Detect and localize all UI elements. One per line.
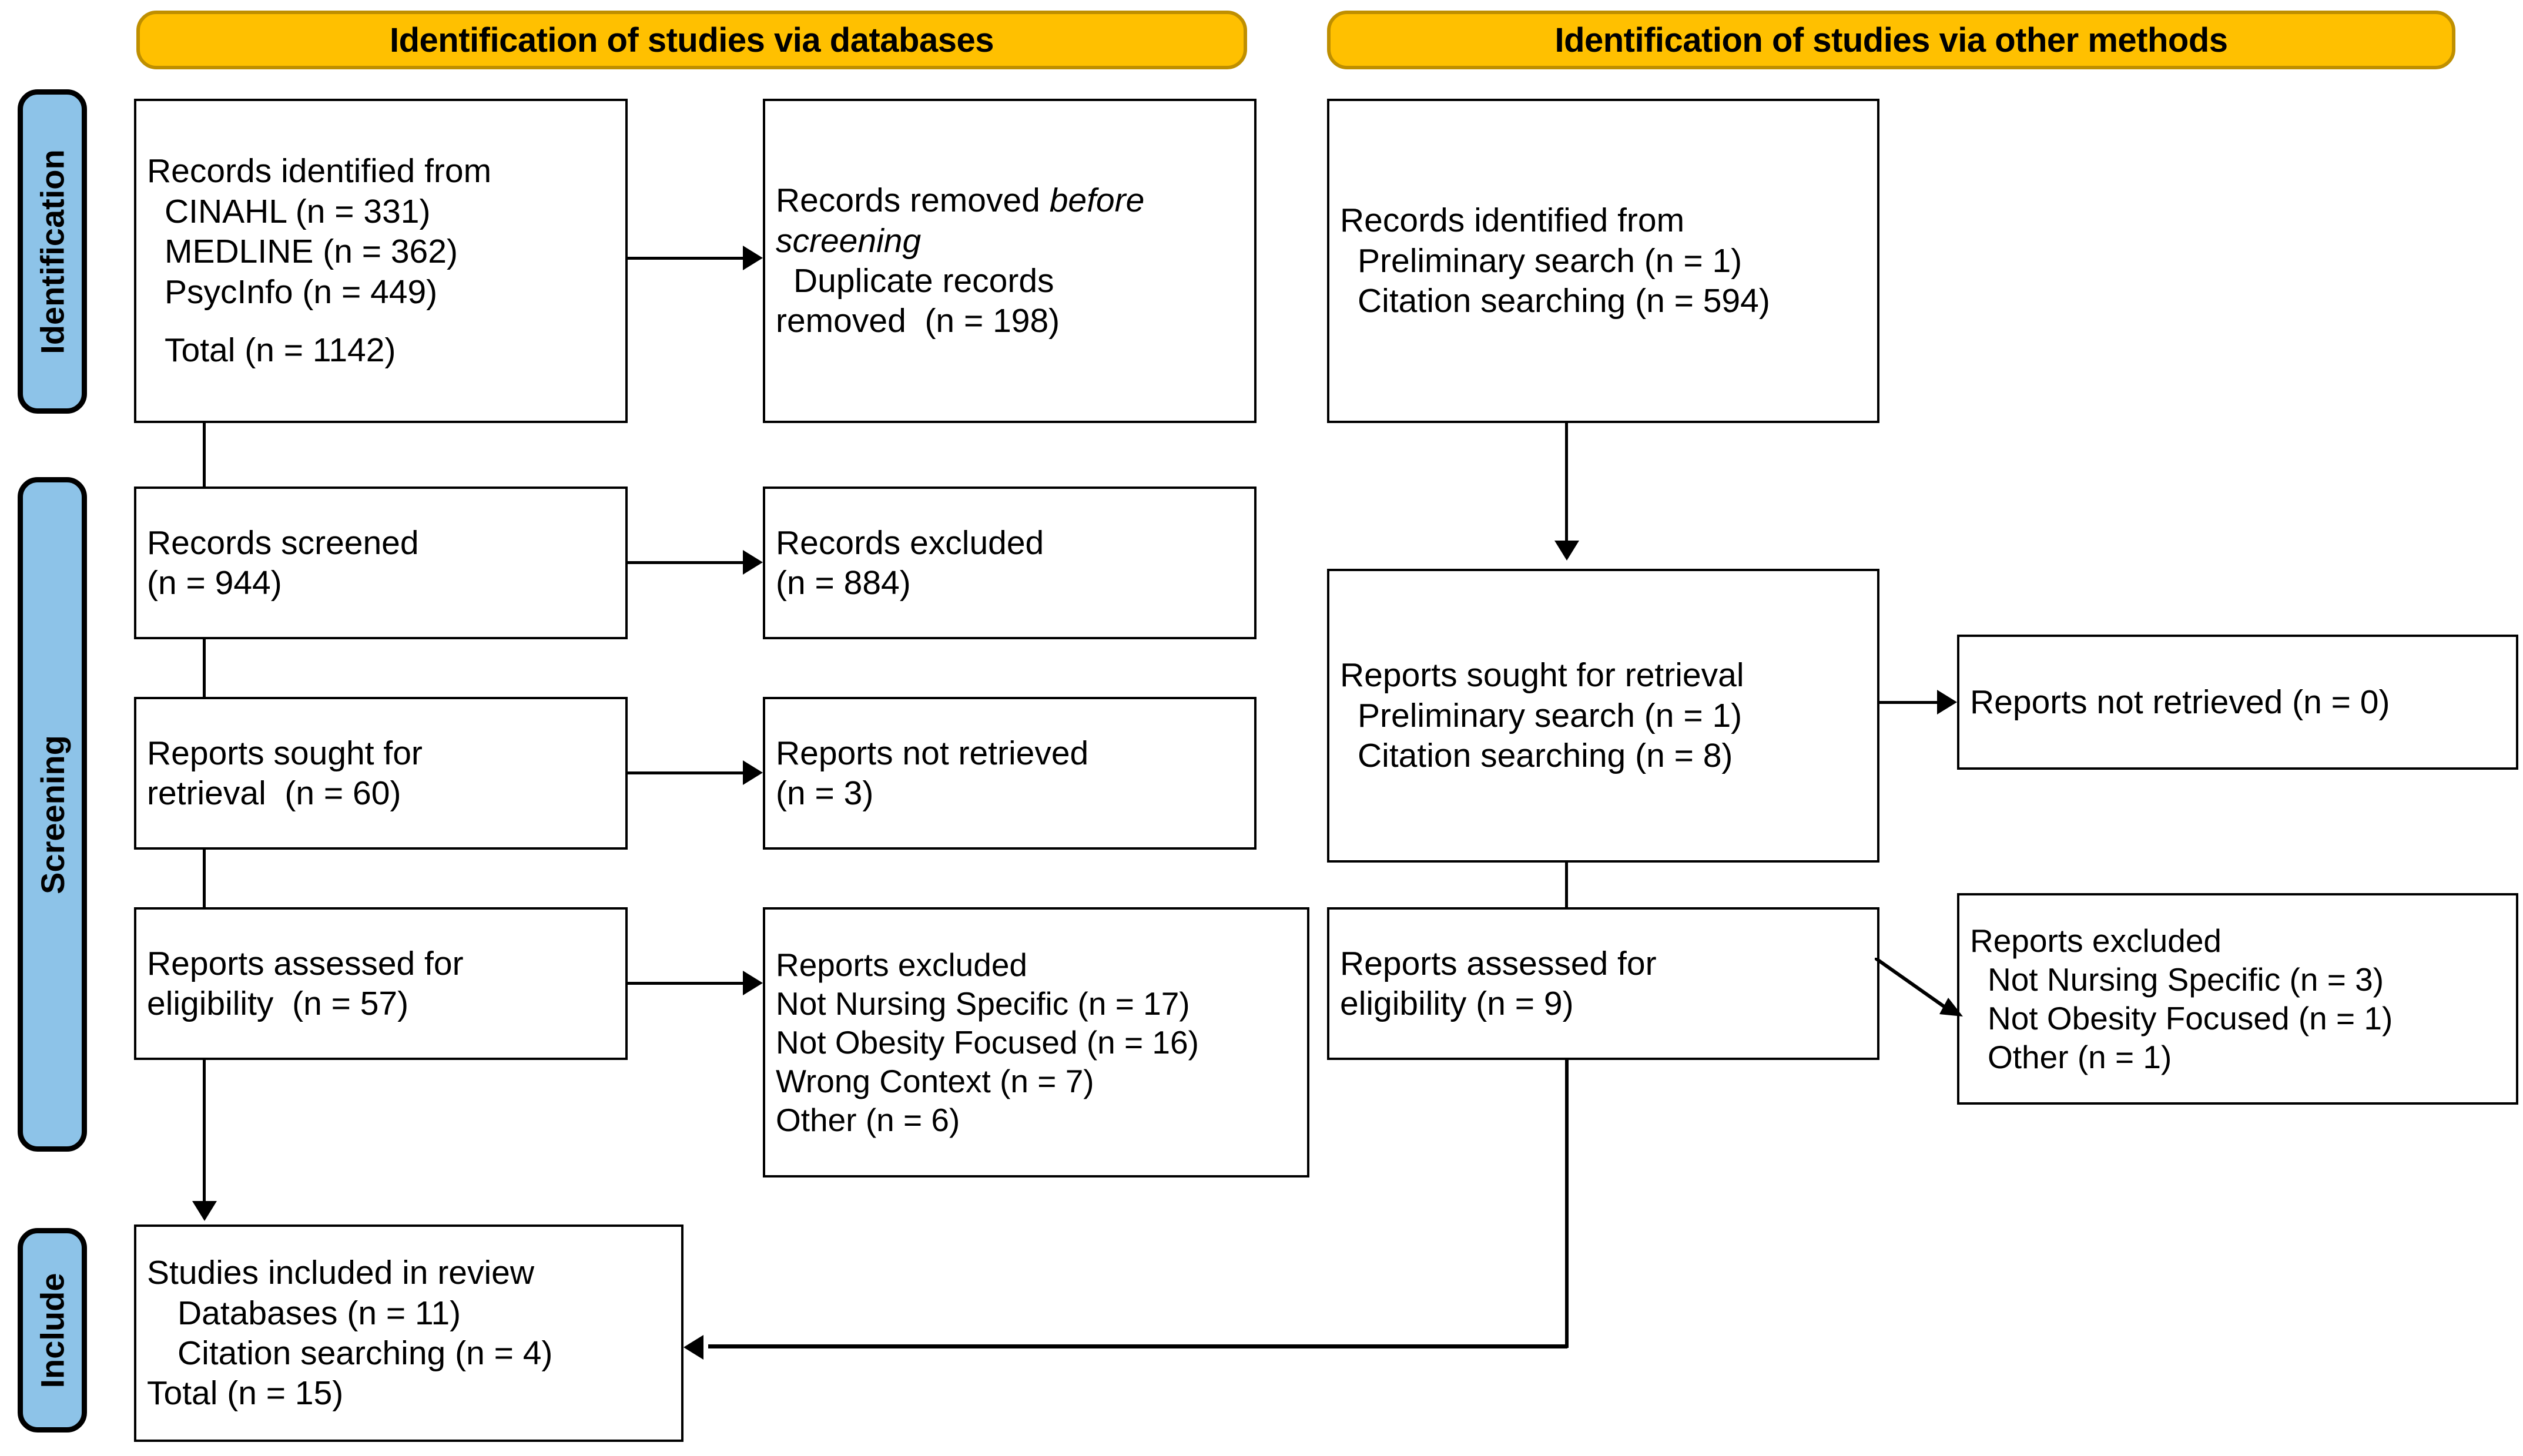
connector-other-sought-to-assessed bbox=[1565, 863, 1568, 908]
box-line: Reports excluded bbox=[1970, 922, 2222, 959]
connector-sought-to-assessed bbox=[203, 850, 206, 914]
connector-identified-to-removed bbox=[628, 257, 743, 260]
arrowhead-assessed-to-included bbox=[192, 1201, 217, 1221]
box-records-screened: Records screened (n = 944) bbox=[134, 487, 628, 639]
header-databases-label: Identification of studies via databases bbox=[390, 21, 994, 59]
box-line: Preliminary search (n = 1) bbox=[1358, 696, 1743, 734]
arrowhead-other-sought-to-not-retrieved bbox=[1937, 690, 1957, 714]
arrowhead-assessed-to-excluded bbox=[743, 971, 763, 995]
connector-screened-to-excluded bbox=[628, 561, 743, 564]
box-line: PsycInfo (n = 449) bbox=[165, 273, 438, 311]
box-records-excluded: Records excluded (n = 884) bbox=[763, 487, 1257, 639]
box-line: Databases (n = 11) bbox=[177, 1294, 461, 1332]
arrowhead-other-assessed-to-included bbox=[683, 1335, 703, 1360]
box-records-removed-before-screening: Records removed before screening Duplica… bbox=[763, 99, 1257, 423]
box-line: Records excluded bbox=[776, 524, 1044, 562]
phase-bar-identification-label: Identification bbox=[33, 149, 71, 354]
header-databases: Identification of studies via databases bbox=[136, 11, 1247, 69]
box-line: Other (n = 1) bbox=[1988, 1039, 2172, 1075]
header-other-methods: Identification of studies via other meth… bbox=[1327, 11, 2455, 69]
connector-other-assessed-to-included-horizontal bbox=[708, 1344, 1567, 1348]
arrowhead-identified-to-removed bbox=[743, 246, 763, 270]
box-other-reports-excluded: Reports excluded Not Nursing Specific (n… bbox=[1957, 893, 2518, 1105]
connector-identified-to-screened bbox=[203, 423, 206, 494]
box-line: Duplicate records bbox=[793, 262, 1054, 300]
box-line: Reports sought for bbox=[147, 734, 423, 772]
box-other-reports-sought-retrieval: Reports sought for retrieval Preliminary… bbox=[1327, 569, 1879, 863]
box-line: Records removed before bbox=[776, 180, 1244, 220]
box-other-reports-assessed-eligibility: Reports assessed for eligibility (n = 9) bbox=[1327, 907, 1879, 1060]
phase-bar-screening-label: Screening bbox=[33, 734, 71, 894]
box-line: Not Obesity Focused (n = 1) bbox=[1988, 1000, 2393, 1036]
box-line: Total (n = 15) bbox=[147, 1374, 344, 1413]
phase-bar-screening: Screening bbox=[18, 477, 87, 1152]
arrowhead-sought-to-not-retrieved bbox=[743, 760, 763, 785]
box-line: removed (n = 198) bbox=[776, 302, 1060, 340]
box-reports-excluded-detailed: Reports excluded Not Nursing Specific (n… bbox=[763, 907, 1309, 1177]
connector-assessed-to-included bbox=[203, 1060, 206, 1201]
box-line: screening bbox=[776, 222, 922, 260]
box-line: (n = 884) bbox=[776, 564, 911, 602]
box-line: CINAHL (n = 331) bbox=[165, 192, 431, 230]
connector-sought-to-not-retrieved bbox=[628, 771, 743, 774]
phase-bar-identification: Identification bbox=[18, 89, 87, 414]
box-line: MEDLINE (n = 362) bbox=[165, 233, 458, 271]
box-records-identified-databases: Records identified from CINAHL (n = 331)… bbox=[134, 99, 628, 423]
box-line: Reports assessed for bbox=[1340, 944, 1657, 982]
phase-bar-include-label: Include bbox=[33, 1272, 71, 1388]
connector-other-assessed-to-excluded bbox=[1875, 958, 1963, 1016]
box-spacer bbox=[147, 312, 615, 330]
box-line: Not Nursing Specific (n = 17) bbox=[776, 985, 1190, 1022]
header-other-methods-label: Identification of studies via other meth… bbox=[1554, 21, 2228, 59]
connector-assessed-to-excluded bbox=[628, 982, 743, 985]
box-line: Reports not retrieved (n = 0) bbox=[1970, 683, 2390, 721]
connector-other-assessed-to-included-vertical bbox=[1565, 1060, 1569, 1348]
arrowhead-screened-to-excluded bbox=[743, 550, 763, 575]
box-line: Other (n = 6) bbox=[776, 1102, 960, 1138]
connector-other-sought-to-not-retrieved bbox=[1879, 701, 1938, 704]
box-line: eligibility (n = 9) bbox=[1340, 985, 1574, 1022]
box-line: Reports sought for retrieval bbox=[1340, 656, 1744, 695]
box-line-text: Records removed before bbox=[776, 182, 1145, 220]
box-line: Reports excluded bbox=[776, 947, 1028, 983]
box-line: Citation searching (n = 594) bbox=[1358, 282, 1770, 320]
box-line: retrieval (n = 60) bbox=[147, 774, 401, 812]
box-other-reports-not-retrieved: Reports not retrieved (n = 0) bbox=[1957, 635, 2518, 770]
box-reports-sought-retrieval: Reports sought for retrieval (n = 60) bbox=[134, 697, 628, 850]
box-line: Records screened bbox=[147, 524, 419, 562]
connector-other-identified-to-sought bbox=[1565, 423, 1568, 541]
box-records-identified-other: Records identified from Preliminary sear… bbox=[1327, 99, 1879, 423]
arrowhead-other-identified-to-sought bbox=[1554, 541, 1579, 561]
box-line: Not Obesity Focused (n = 16) bbox=[776, 1024, 1199, 1061]
box-studies-included: Studies included in review Databases (n … bbox=[134, 1224, 683, 1442]
box-line: (n = 3) bbox=[776, 774, 874, 812]
phase-bar-include: Include bbox=[18, 1228, 87, 1432]
box-reports-assessed-eligibility: Reports assessed for eligibility (n = 57… bbox=[134, 907, 628, 1060]
box-line: Records identified from bbox=[147, 152, 492, 190]
box-line: Not Nursing Specific (n = 3) bbox=[1988, 961, 2384, 998]
box-line: Records identified from bbox=[1340, 202, 1685, 240]
box-line: Preliminary search (n = 1) bbox=[1358, 241, 1743, 280]
box-line: Citation searching (n = 8) bbox=[1358, 737, 1733, 775]
box-line: (n = 944) bbox=[147, 564, 282, 602]
connector-screened-to-sought bbox=[203, 639, 206, 704]
box-line: Reports assessed for bbox=[147, 944, 464, 982]
box-line: Total (n = 1142) bbox=[165, 331, 396, 370]
box-line: Citation searching (n = 4) bbox=[177, 1334, 553, 1372]
box-reports-not-retrieved: Reports not retrieved (n = 3) bbox=[763, 697, 1257, 850]
box-line: eligibility (n = 57) bbox=[147, 985, 409, 1022]
box-line: Reports not retrieved bbox=[776, 734, 1089, 772]
box-line: Wrong Context (n = 7) bbox=[776, 1063, 1094, 1099]
box-line: Studies included in review bbox=[147, 1254, 535, 1292]
